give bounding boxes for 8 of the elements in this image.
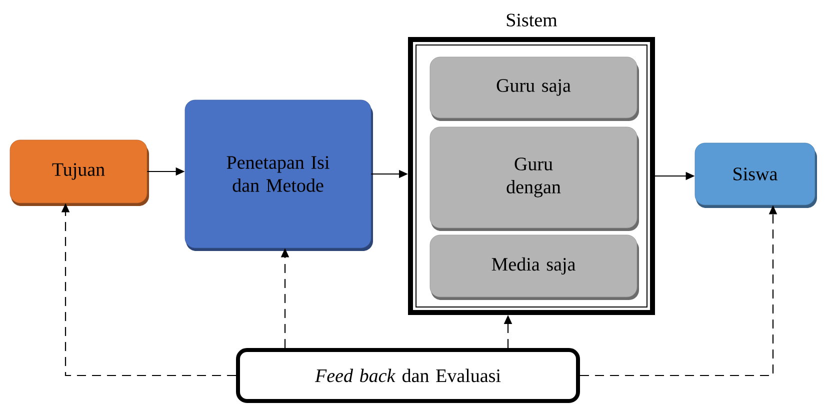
process-box: Guru saja [430, 56, 639, 121]
node-label: Sistem [506, 14, 558, 26]
process-box: Guru dengan [430, 126, 639, 231]
process-box: Media saja [430, 234, 639, 300]
process-box: Siswa [694, 142, 817, 208]
feedback-box: Feed back dan Evaluasi [236, 348, 580, 403]
process-box: Tujuan [10, 140, 149, 206]
process-box: Penetapan Isi dan Metode [184, 100, 373, 251]
